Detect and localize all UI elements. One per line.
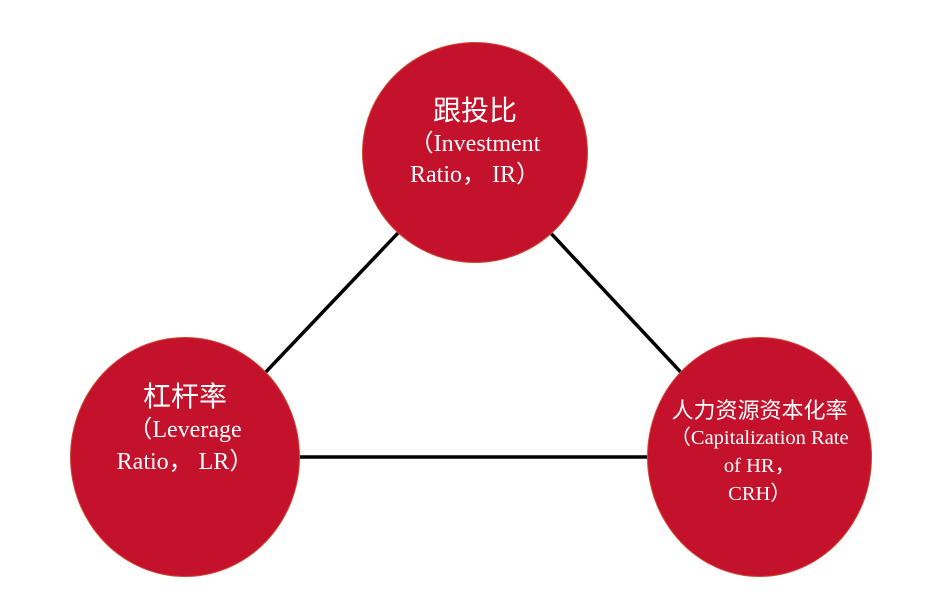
node-label-line: （Leverage [128, 417, 242, 444]
node-label-line: 跟投比 [432, 95, 517, 127]
node-label-line: 人力资源资本化率 [671, 397, 848, 423]
node-label-line: of HR， [723, 455, 796, 477]
node-label-line: （Investment [409, 130, 541, 157]
node-label-line: Ratio， LR） [116, 448, 254, 475]
node-investment-ratio-label: 跟投比 （Investment Ratio， IR） [363, 94, 587, 191]
node-label-line: （Capitalization Rate [670, 427, 849, 450]
node-capitalization-rate-hr-label: 人力资源资本化率 （Capitalization Rate of HR， CRH… [648, 396, 871, 509]
node-label-line: 杠杆率 [142, 382, 227, 414]
node-capitalization-rate-hr: 人力资源资本化率 （Capitalization Rate of HR， CRH… [647, 337, 872, 577]
node-label-line: Ratio， IR） [410, 162, 540, 188]
node-label-line: CRH） [728, 482, 791, 505]
node-investment-ratio: 跟投比 （Investment Ratio， IR） [362, 42, 588, 263]
node-leverage-ratio-label: 杠杆率 （Leverage Ratio， LR） [71, 380, 299, 477]
node-leverage-ratio: 杠杆率 （Leverage Ratio， LR） [70, 337, 300, 577]
